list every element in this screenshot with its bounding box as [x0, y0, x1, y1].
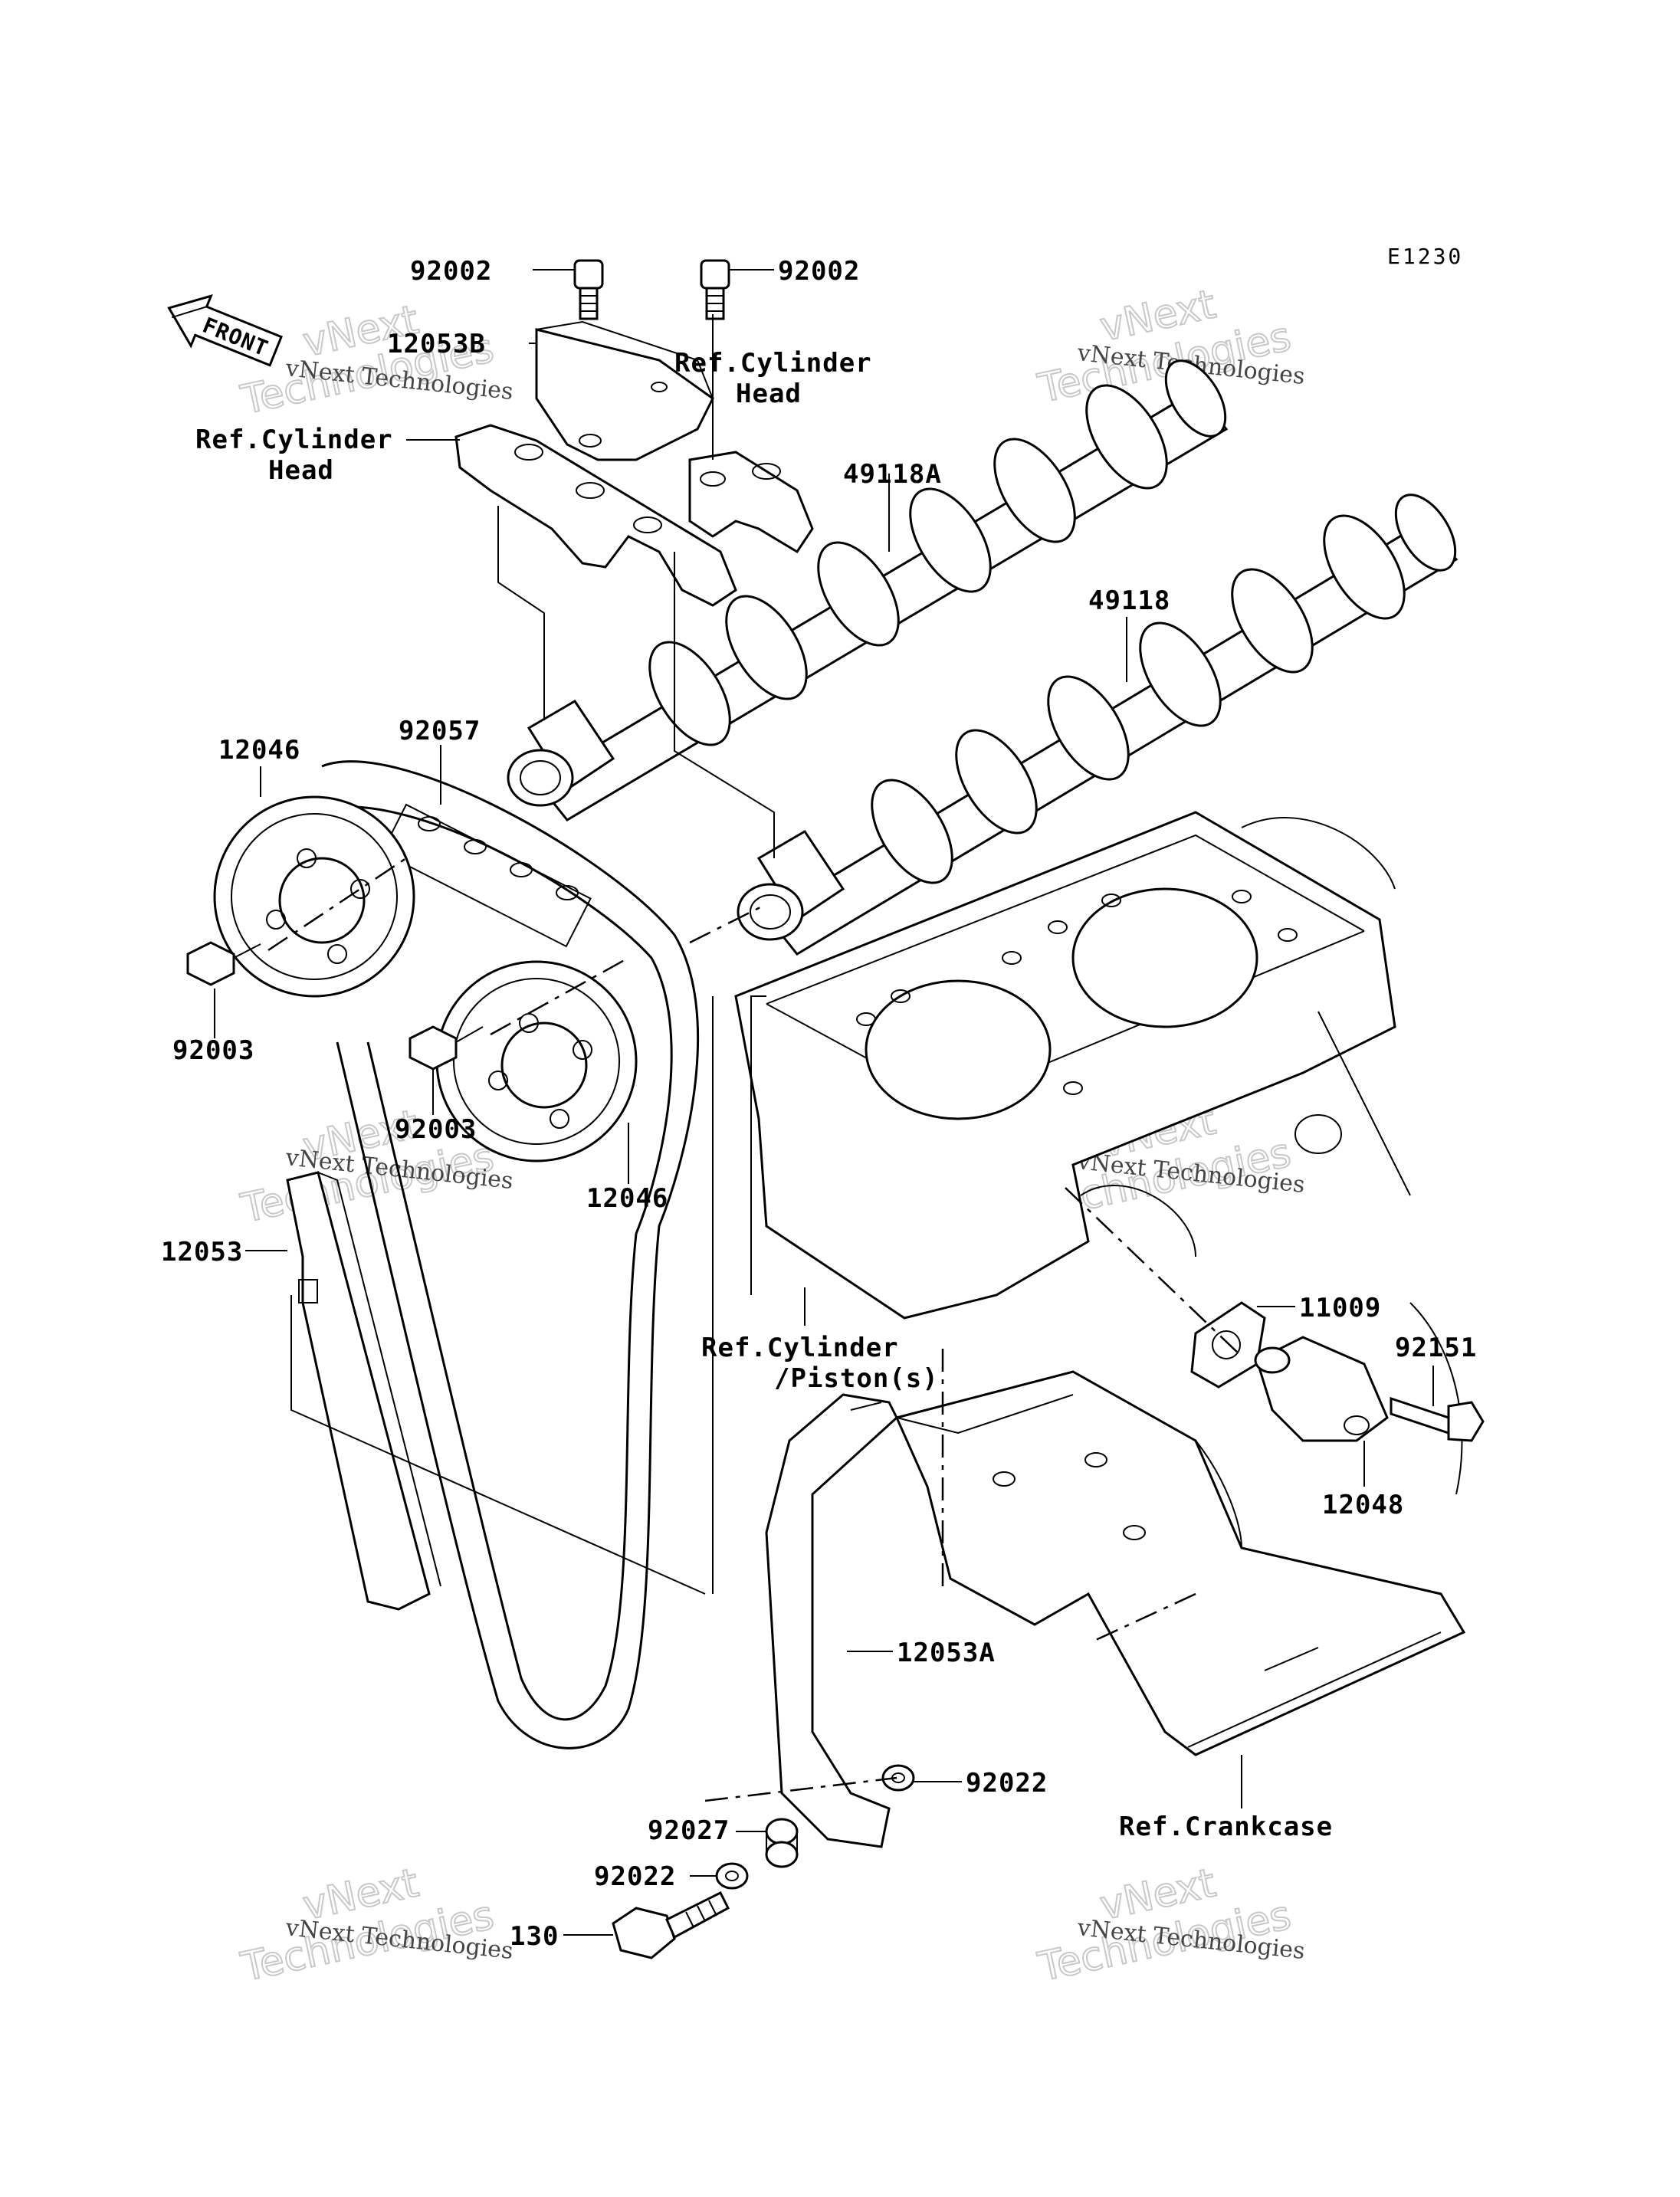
label-92022-left: 92022	[594, 1861, 676, 1892]
reference-lines	[290, 506, 775, 1595]
bolt-92003-left-icon	[186, 941, 261, 986]
camshaft-cap-left-icon	[454, 424, 737, 607]
label-12053B: 12053B	[387, 329, 486, 359]
label-12053A: 12053A	[897, 1638, 996, 1668]
collar-92027-icon	[765, 1818, 799, 1868]
label-49118A: 49118A	[843, 459, 942, 490]
front-arrow-icon: FRONT	[167, 294, 283, 367]
gasket-11009-icon	[1190, 1301, 1266, 1389]
chain-guide-12053B-icon	[535, 320, 714, 461]
bolt-92151-icon	[1390, 1396, 1485, 1442]
label-49118: 49118	[1088, 585, 1170, 616]
diagram-code: E1230	[1387, 244, 1463, 269]
chain-guide-12053-icon	[286, 1171, 441, 1611]
ref-cylinder-piston-line2: /Piston(s)	[774, 1363, 939, 1394]
bolt-92002-left-icon	[573, 259, 604, 320]
sprocket-12046-upper-icon	[213, 795, 415, 998]
label-92002-left: 92002	[410, 256, 492, 287]
label-12053: 12053	[161, 1237, 243, 1267]
bolt-130-icon	[612, 1890, 730, 1959]
watermark-bottom-left: vNext Technologies vNext Technologies	[236, 1859, 514, 1991]
bolt-92002-right-icon	[700, 259, 730, 320]
label-130: 130	[510, 1921, 559, 1952]
label-92027: 92027	[648, 1815, 730, 1846]
label-92002-right: 92002	[778, 256, 860, 287]
crankcase-icon	[894, 1302, 1466, 1756]
ref-crankcase: Ref.Crankcase	[1119, 1812, 1333, 1842]
camshaft-49118-icon	[737, 494, 1459, 956]
label-12046-lower: 12046	[586, 1183, 668, 1214]
watermark-top-left: vNext Technologies vNext Technologies	[236, 296, 514, 424]
washer-92022-right-icon	[881, 1764, 915, 1792]
alignment-lines	[267, 857, 1242, 1802]
leader-lines	[214, 269, 1434, 1936]
ref-cylinder-head-left-line1: Ref.Cylinder	[195, 425, 393, 455]
tensioner-12048-icon	[1254, 1336, 1389, 1442]
camshaft-49118A-icon	[507, 359, 1229, 821]
ref-cylinder-piston-line1: Ref.Cylinder	[701, 1333, 899, 1363]
chain-guide-12053A-icon	[765, 1393, 898, 1848]
ref-cylinder-head-left-line2: Head	[268, 455, 334, 486]
front-arrow-label: FRONT	[199, 313, 272, 362]
label-92022-right: 92022	[966, 1768, 1048, 1799]
label-92003-mid: 92003	[395, 1114, 477, 1145]
label-92003-left: 92003	[172, 1035, 254, 1066]
label-12046-upper: 12046	[218, 735, 300, 766]
label-92057: 92057	[399, 716, 481, 746]
ref-cylinder-head-right-line1: Ref.Cylinder	[674, 348, 872, 379]
watermark-bottom-right: vNext Technologies vNext Technologies	[1033, 1859, 1306, 1991]
label-11009: 11009	[1299, 1293, 1381, 1323]
label-92151: 92151	[1395, 1333, 1477, 1363]
washer-92022-left-icon	[715, 1862, 749, 1890]
camshaft-cap-right-icon	[688, 451, 814, 554]
bolt-92003-mid-icon	[409, 1025, 484, 1071]
label-12048: 12048	[1322, 1490, 1404, 1520]
ref-cylinder-head-right-line2: Head	[736, 379, 802, 409]
cylinder-block-icon	[734, 811, 1411, 1320]
timing-chain-92057-icon	[313, 760, 700, 1749]
